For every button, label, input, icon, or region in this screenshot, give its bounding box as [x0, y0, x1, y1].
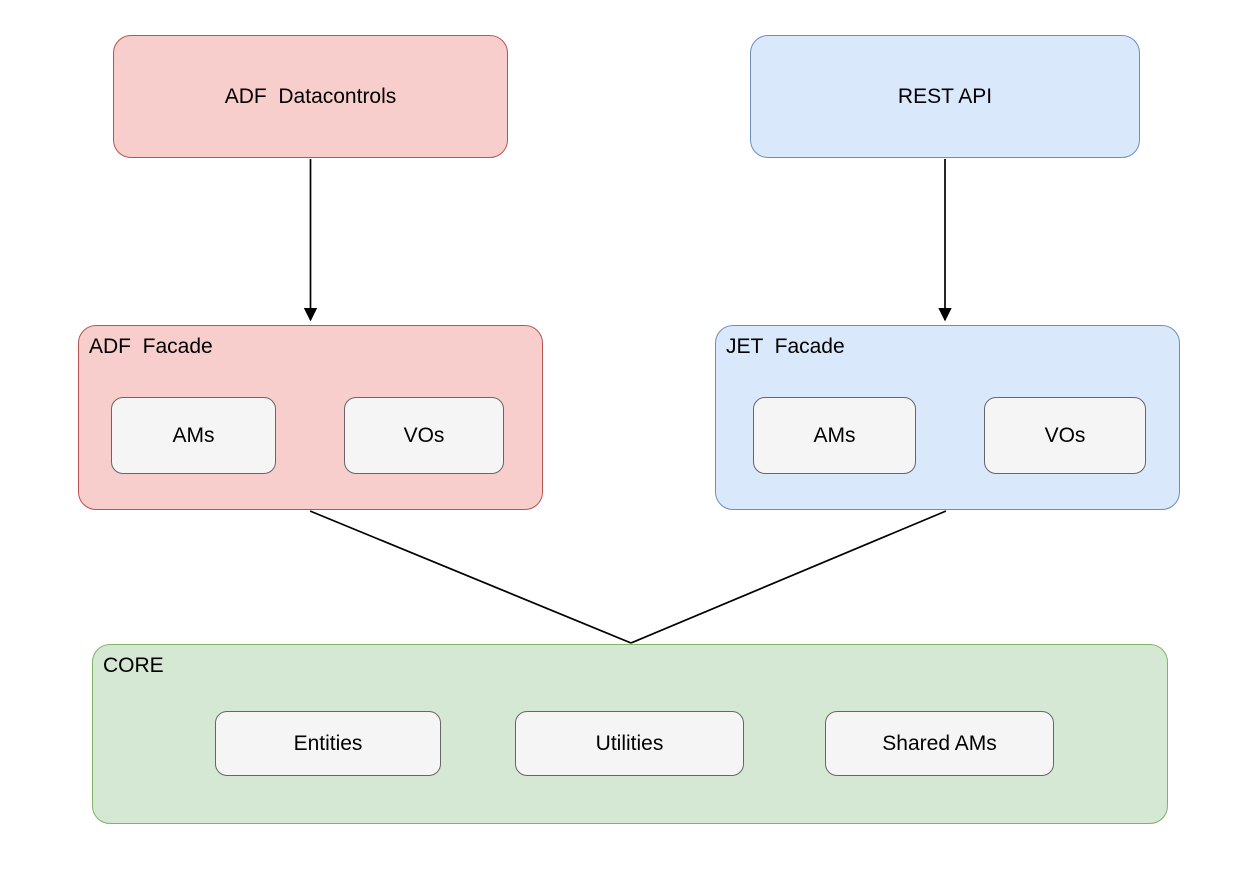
node-adf-facade-label: ADF Facade — [89, 335, 213, 358]
node-jet-facade: JET Facade AMs VOs — [715, 325, 1180, 510]
node-adf-datacontrols-label: ADF Datacontrols — [224, 84, 397, 108]
node-core-label: CORE — [103, 654, 164, 677]
edge-adf-facade-to-core — [309, 510, 632, 644]
subnode-adf-facade-vos-label: VOs — [403, 423, 445, 447]
subnode-adf-facade-vos: VOs — [344, 397, 504, 474]
edge-jet-facade-to-core — [630, 510, 947, 644]
subnode-core-shared-ams-label: Shared AMs — [882, 731, 997, 755]
node-adf-datacontrols: ADF Datacontrols — [113, 35, 508, 158]
subnode-core-utilities-label: Utilities — [595, 731, 664, 755]
subnode-core-shared-ams: Shared AMs — [825, 711, 1054, 776]
subnode-adf-facade-ams: AMs — [111, 397, 276, 474]
subnode-core-entities-label: Entities — [293, 731, 363, 755]
node-jet-facade-label: JET Facade — [726, 335, 845, 358]
node-rest-api: REST API — [750, 35, 1140, 158]
node-adf-facade: ADF Facade AMs VOs — [78, 325, 543, 510]
subnode-core-utilities: Utilities — [515, 711, 744, 776]
subnode-jet-facade-ams-label: AMs — [813, 423, 856, 447]
node-rest-api-label: REST API — [897, 84, 993, 108]
subnode-core-entities: Entities — [215, 711, 441, 776]
subnode-jet-facade-vos-label: VOs — [1044, 423, 1086, 447]
subnode-jet-facade-vos: VOs — [984, 397, 1146, 474]
subnode-jet-facade-ams: AMs — [753, 397, 916, 474]
subnode-adf-facade-ams-label: AMs — [172, 423, 215, 447]
node-core: CORE Entities Utilities Shared AMs — [92, 644, 1168, 824]
